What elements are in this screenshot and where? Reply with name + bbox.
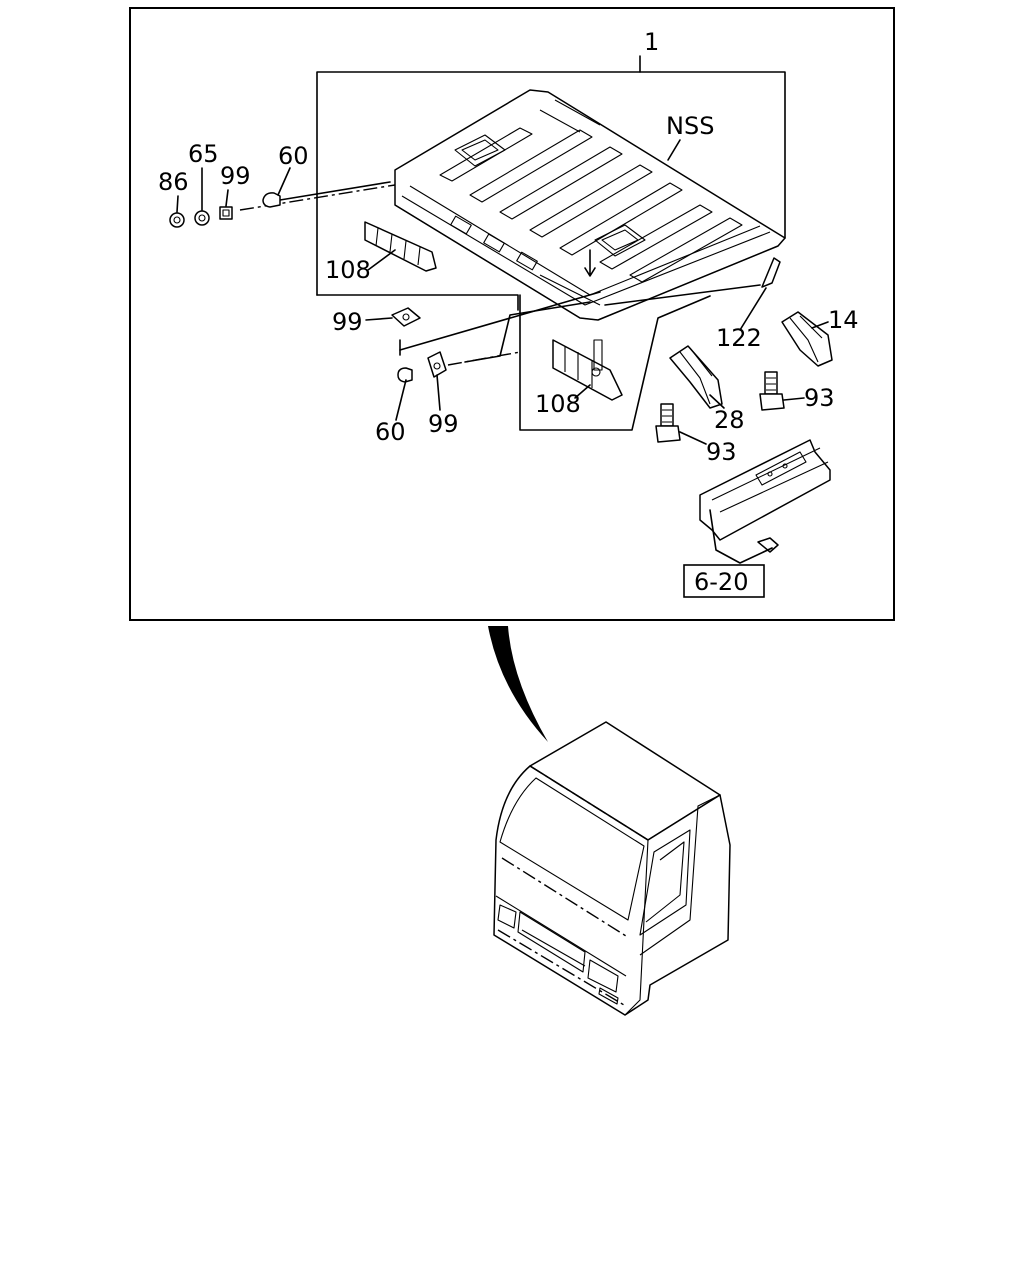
reference-label[interactable]: 6-20 (694, 568, 748, 596)
label-leaders (176, 139, 829, 445)
callout-washer: 65 (188, 140, 219, 168)
callout-clip-upper: 99 (220, 162, 251, 190)
callout-pad-left: 108 (325, 256, 371, 284)
callout-pin: 122 (716, 324, 762, 352)
washer-icon (194, 210, 210, 226)
lower-grommet-icon (397, 367, 413, 383)
callout-assembly: 1 (644, 28, 659, 56)
pin-icon (761, 257, 781, 288)
bracket-right-drawing (781, 311, 833, 367)
pad-center-drawing (552, 339, 623, 401)
callout-pad-center: 108 (535, 390, 581, 418)
callout-clip-square: 99 (332, 308, 363, 336)
lower-clip-icon (427, 351, 447, 378)
assembly-bracket (316, 55, 786, 431)
callout-grommet-lower: 60 (375, 418, 406, 446)
roof-panel-drawing (394, 89, 786, 321)
callout-bracket-right: 14 (828, 306, 859, 334)
diagram-frame (129, 7, 895, 621)
callout-clip-lower: 99 (428, 410, 459, 438)
bolt-right-icon (759, 371, 785, 411)
callout-bolt-right: 93 (804, 384, 835, 412)
square-clip-icon (391, 307, 421, 327)
callout-grommet-upper: 60 (278, 142, 309, 170)
frame-rail-drawing (699, 439, 831, 564)
callout-bolt-center: 93 (706, 438, 737, 466)
upper-leaders (239, 181, 761, 366)
reference-box[interactable] (683, 564, 765, 598)
bracket-center-drawing (669, 345, 723, 409)
clip-icon (219, 206, 233, 220)
callout-bracket-center: 28 (714, 406, 745, 434)
grommet-icon (262, 192, 281, 208)
bolt-center-icon (655, 403, 681, 443)
truck-cab-drawing (493, 721, 731, 1016)
nut-icon (169, 212, 185, 228)
callout-nss: NSS (666, 112, 714, 140)
pad-left-drawing (364, 221, 437, 272)
callout-nut: 86 (158, 168, 189, 196)
curved-arrow-icon (488, 626, 548, 742)
